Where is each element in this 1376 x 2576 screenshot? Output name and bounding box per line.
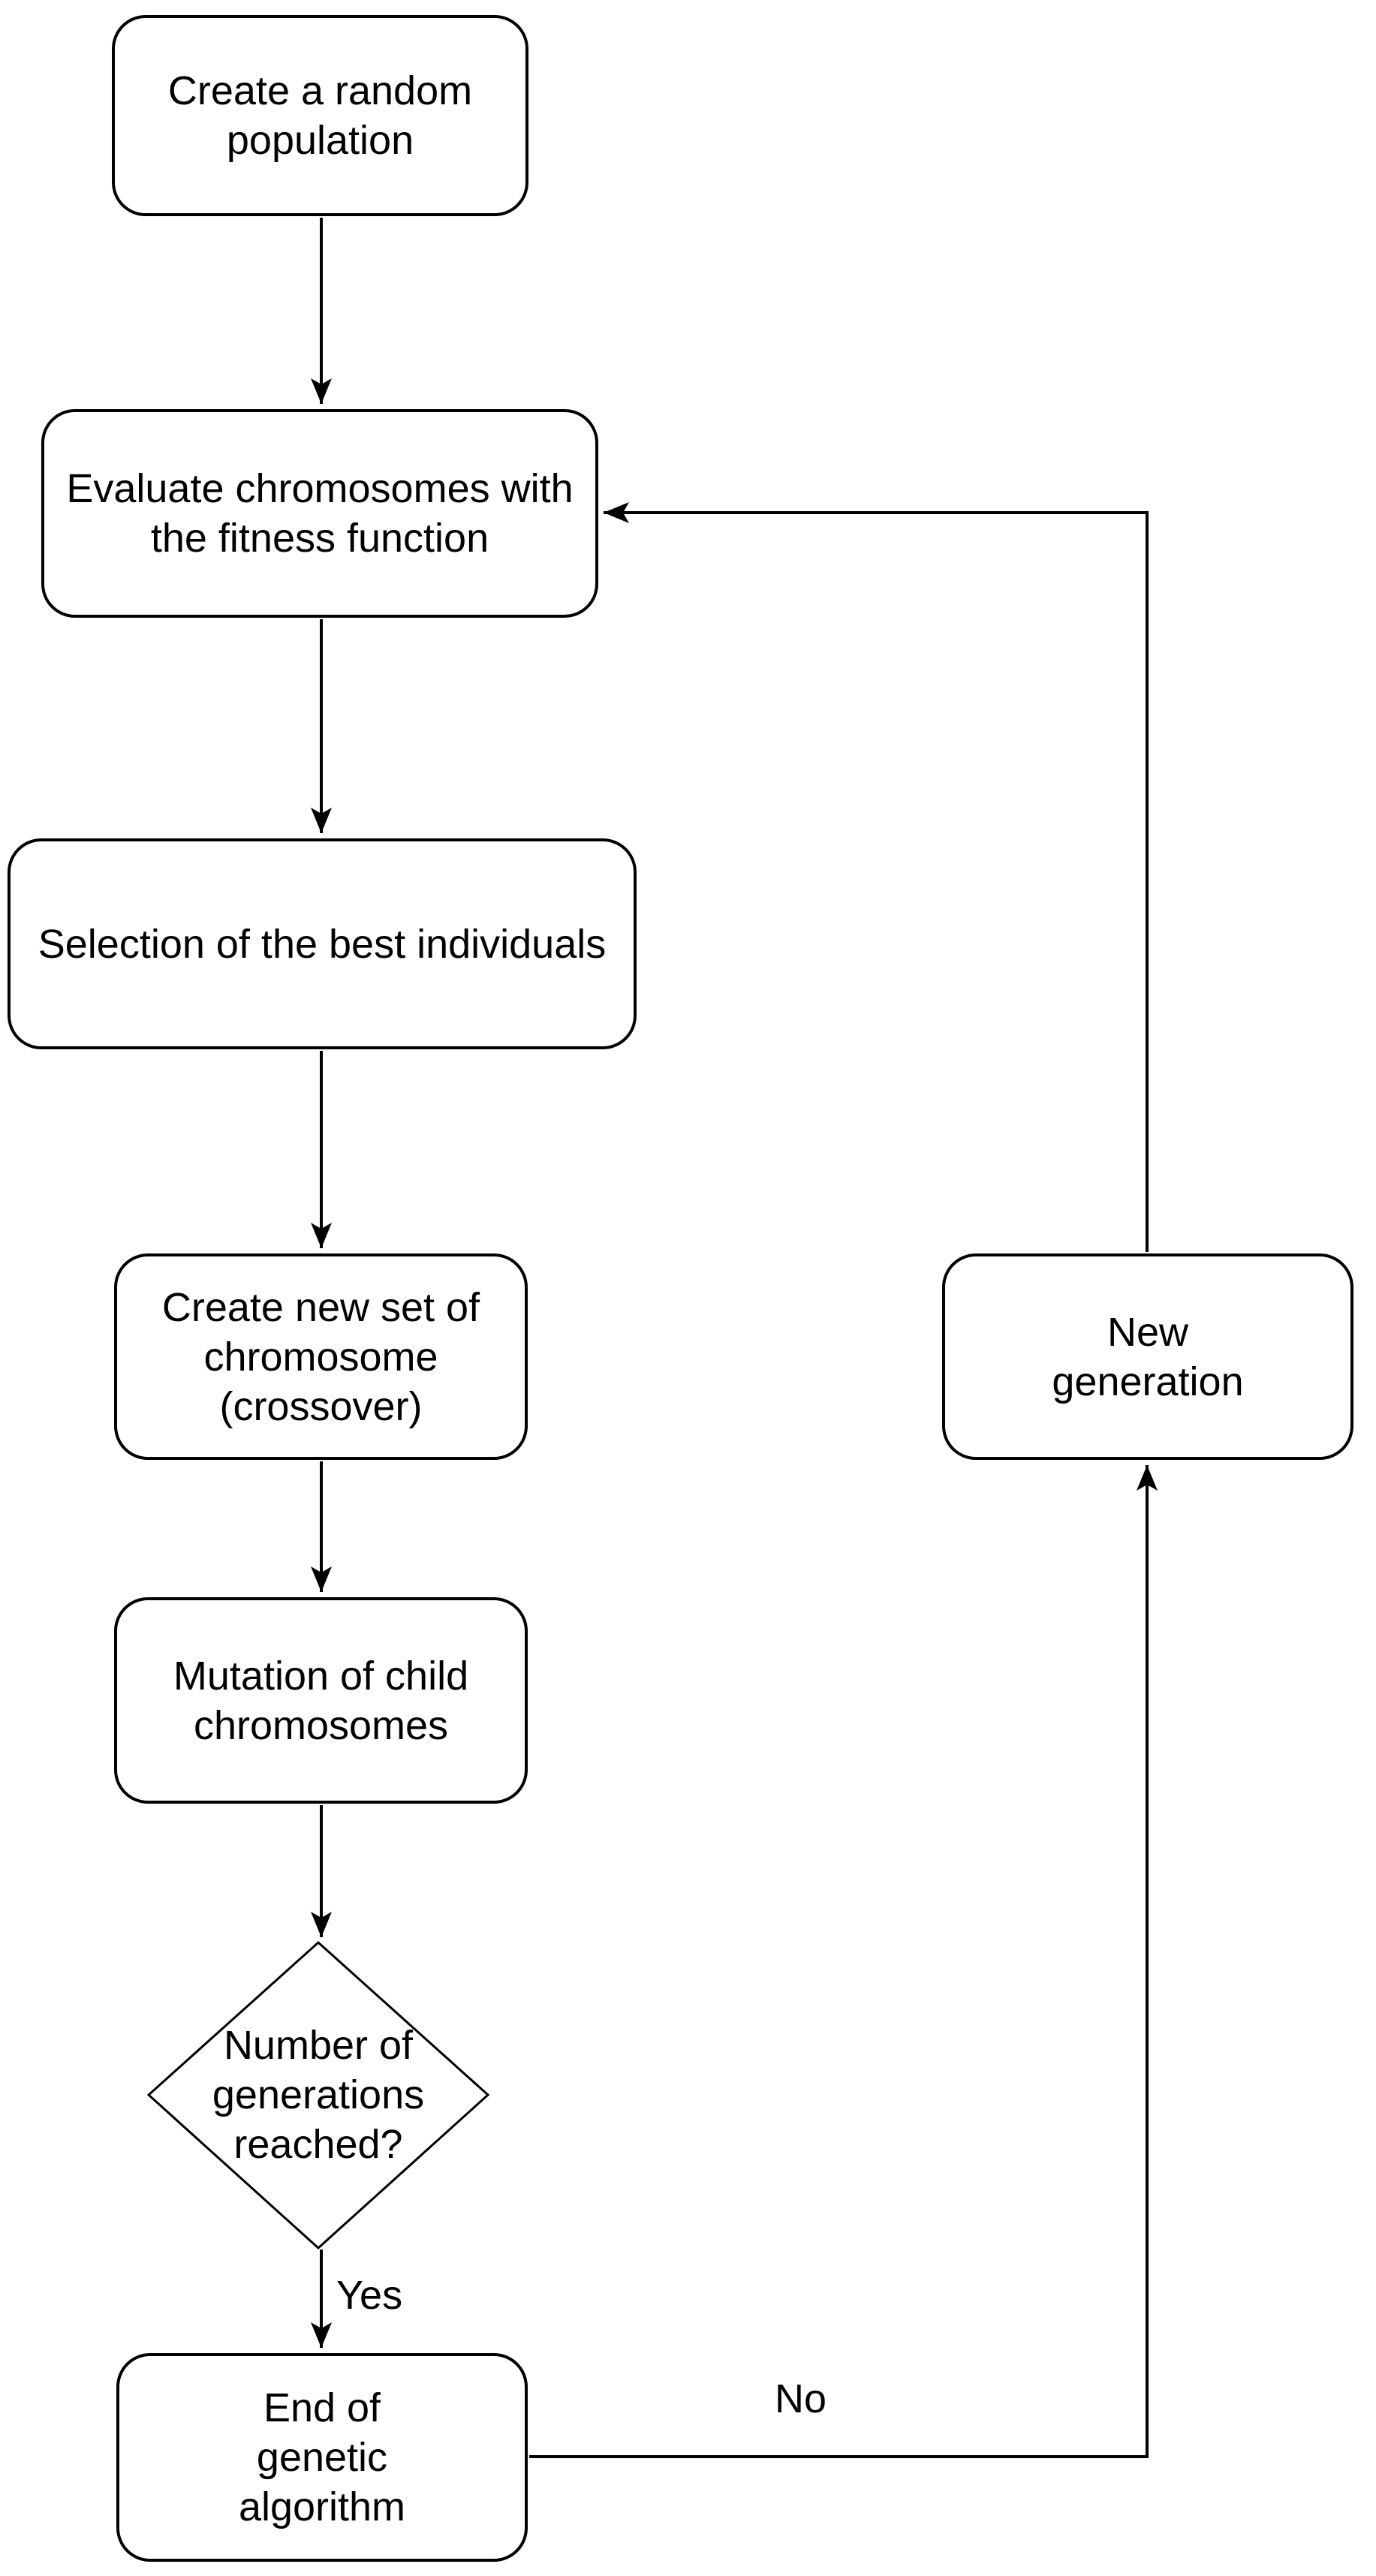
node-evaluate-fitness: Evaluate chromosomes with the fitness fu… [41, 409, 598, 618]
node-create-population: Create a random population [112, 15, 528, 216]
decision-diamond-shape [146, 1940, 490, 2250]
node-selection-best: Selection of the best individuals [8, 838, 637, 1049]
node-new-generation: New generation [942, 1253, 1353, 1460]
edge-new-generation-to-evaluate [604, 502, 1149, 1252]
edge-label-no: No [775, 2376, 827, 2421]
node-end-algorithm: End of genetic algorithm [116, 2353, 528, 2562]
edge-end-to-new-generation [529, 1465, 1158, 2458]
node-mutation: Mutation of child chromosomes [114, 1597, 528, 1804]
node-crossover: Create new set of chromosome (crossover) [114, 1253, 528, 1460]
node-generations-decision-label: Number of generations reached? [212, 2023, 425, 2167]
edge-label-yes: Yes [336, 2273, 403, 2318]
